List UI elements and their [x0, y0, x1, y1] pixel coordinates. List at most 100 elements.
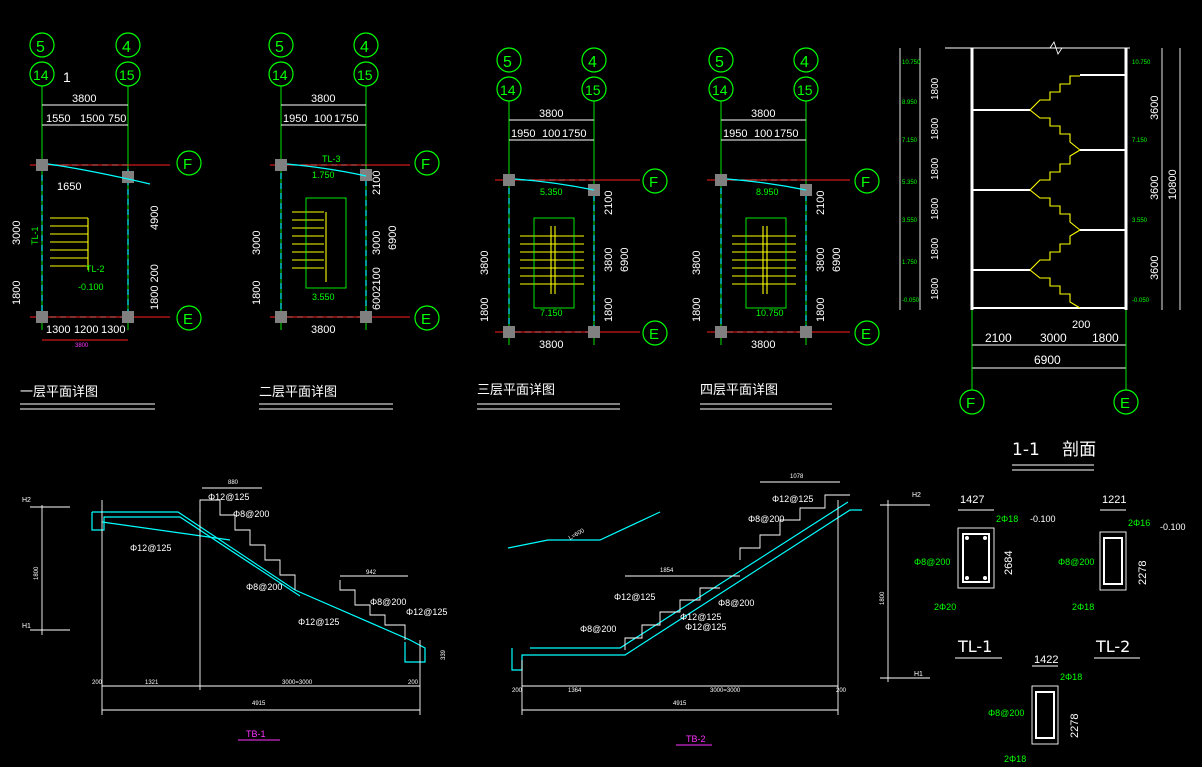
- b1-bot: 2Φ20: [934, 602, 956, 612]
- level-4: 3.550: [902, 218, 918, 224]
- plan-4: 5 4 14 15 3800 1950 100 1750 8.950 10.75…: [691, 47, 880, 410]
- dim-total: 3800: [311, 93, 335, 105]
- rdim-a: 3600: [1149, 96, 1161, 120]
- dim-b: 1500: [80, 113, 104, 125]
- grid-5: 5: [503, 54, 512, 71]
- dim-r-d: 1800: [815, 298, 827, 322]
- tb2-title: TB-2: [686, 734, 706, 744]
- tb2-r4: Φ8@200: [718, 598, 754, 608]
- grid-14: 14: [272, 67, 288, 83]
- level-6: -0.050: [902, 298, 920, 304]
- ldim-1: 1800: [930, 117, 941, 140]
- level-bot: 7.150: [540, 308, 563, 318]
- grid-14: 14: [500, 82, 516, 98]
- tb1-r6: Φ12@125: [406, 607, 447, 617]
- dim-left-b: 1800: [251, 281, 263, 305]
- tl2-label: TL-2: [86, 264, 105, 274]
- grid-E: E: [649, 326, 659, 343]
- tb-2-detail: L=600 200 1364 3000=3000 200 4915 1078 1…: [507, 474, 930, 746]
- rlevel-0: 10.750: [1132, 60, 1151, 66]
- grid-4: 4: [360, 39, 369, 56]
- b1-width: 1427: [960, 494, 984, 506]
- dim-b: 100: [542, 128, 560, 140]
- plan-2: 5 4 14 15 3800 1950 100 1750 TL-3 1.750 …: [251, 32, 440, 410]
- dim-r-c: 6900: [387, 226, 399, 250]
- level-5: 1.750: [902, 260, 918, 266]
- dim-b: 100: [314, 113, 332, 125]
- rdim-b: 3600: [1149, 176, 1161, 200]
- b1-stirrup: Φ8@200: [914, 557, 950, 567]
- grid-14: 14: [712, 82, 728, 98]
- dim-r-d: 1800: [603, 298, 615, 322]
- tb2-h1: H1: [914, 671, 923, 678]
- plan-title: 二层平面详图: [259, 385, 337, 400]
- level-bot: 3.550: [312, 292, 335, 302]
- tb1-dim-c: 200: [92, 680, 103, 686]
- b1-lvl: -0.100: [1030, 514, 1056, 524]
- section-1-1: 10.750 8.950 7.150 5.350 3.550 1.750 -0.…: [899, 40, 1181, 471]
- dim-r-a: 2100: [815, 191, 827, 215]
- tl1-title: TL-1: [957, 637, 992, 656]
- section-mark: 1: [63, 69, 71, 85]
- dim-total: 3800: [751, 108, 775, 120]
- level-bot: 10.750: [756, 308, 784, 318]
- b2-stirrup: Φ8@200: [1058, 557, 1094, 567]
- grid-F: F: [183, 156, 192, 173]
- dim-b: 100: [754, 128, 772, 140]
- tb1-h2: H2: [22, 497, 31, 504]
- b1-height: 2684: [1003, 551, 1015, 575]
- dim-r-c: 6900: [831, 248, 843, 272]
- tb2-mid: 1854: [660, 568, 674, 574]
- b3-width: 1422: [1034, 654, 1058, 666]
- rlevel-2: 3.550: [1132, 218, 1148, 224]
- b3-bot: 2Φ18: [1004, 754, 1026, 764]
- section-title: 1-1 剖面: [1012, 440, 1096, 460]
- grid-5: 5: [275, 39, 284, 56]
- bdim-d: 200: [1072, 319, 1090, 331]
- tb2-dim-c: 200: [512, 688, 523, 694]
- b2-bot: 2Φ18: [1072, 602, 1094, 612]
- tb1-r7: Φ12@125: [298, 617, 339, 627]
- plan-title: 三层平面详图: [477, 383, 555, 398]
- beam-tl-1: 1427 2Φ18 -0.100 Φ8@200 2Φ20 2684 TL-1: [914, 494, 1056, 659]
- b3-height: 2278: [1069, 714, 1081, 738]
- level-2: 7.150: [902, 138, 918, 144]
- level-top: 1.750: [312, 170, 335, 180]
- dim-c: 1750: [774, 128, 798, 140]
- bdim-total: 6900: [1034, 353, 1061, 367]
- dim-right-a: 4900: [149, 206, 161, 230]
- b3-stirrup: Φ8@200: [988, 708, 1024, 718]
- b2-lvl: -0.100: [1160, 522, 1186, 532]
- level-0: 10.750: [902, 60, 921, 66]
- bdim-c: 1800: [1092, 331, 1119, 345]
- plan-3: 5 4 14 15 3800 1950 100 1750 5.350 7.150…: [477, 47, 668, 410]
- tb1-942: 942: [366, 570, 377, 576]
- grid-E: E: [421, 311, 431, 328]
- dim-total: 3800: [72, 93, 96, 105]
- grid-5: 5: [36, 39, 45, 56]
- level-1: 8.950: [902, 100, 918, 106]
- level-top: 5.350: [540, 187, 563, 197]
- dim-left-b: 1800: [11, 281, 23, 305]
- ldim-2: 1800: [930, 157, 941, 180]
- dim-inner: 1650: [57, 181, 81, 193]
- dim-a: 1950: [511, 128, 535, 140]
- grid-15: 15: [797, 82, 813, 98]
- tl1-label: TL-1: [30, 226, 40, 245]
- plan-title: 四层平面详图: [700, 383, 778, 398]
- grid-E: E: [861, 326, 871, 343]
- bdim-a: 2100: [985, 331, 1012, 345]
- b2-width: 1221: [1102, 494, 1126, 506]
- grid-14: 14: [33, 67, 49, 83]
- tb2-r6: Φ8@200: [580, 624, 616, 634]
- tb-1-detail: 200 1321 3000=3000 200 4915 880 Φ12@125 …: [22, 480, 447, 741]
- tl3-label: TL-3: [322, 154, 341, 164]
- rdim-total: 10800: [1167, 169, 1179, 200]
- tb1-r5: Φ8@200: [370, 597, 406, 607]
- tb1-dim-d: 200: [408, 680, 419, 686]
- grid-15: 15: [357, 67, 373, 83]
- tb2-dim-b: 3000=3000: [710, 688, 741, 694]
- dim-left-b: 1800: [691, 298, 703, 322]
- bot-b: 1200: [74, 324, 98, 336]
- dim-a: 1950: [723, 128, 747, 140]
